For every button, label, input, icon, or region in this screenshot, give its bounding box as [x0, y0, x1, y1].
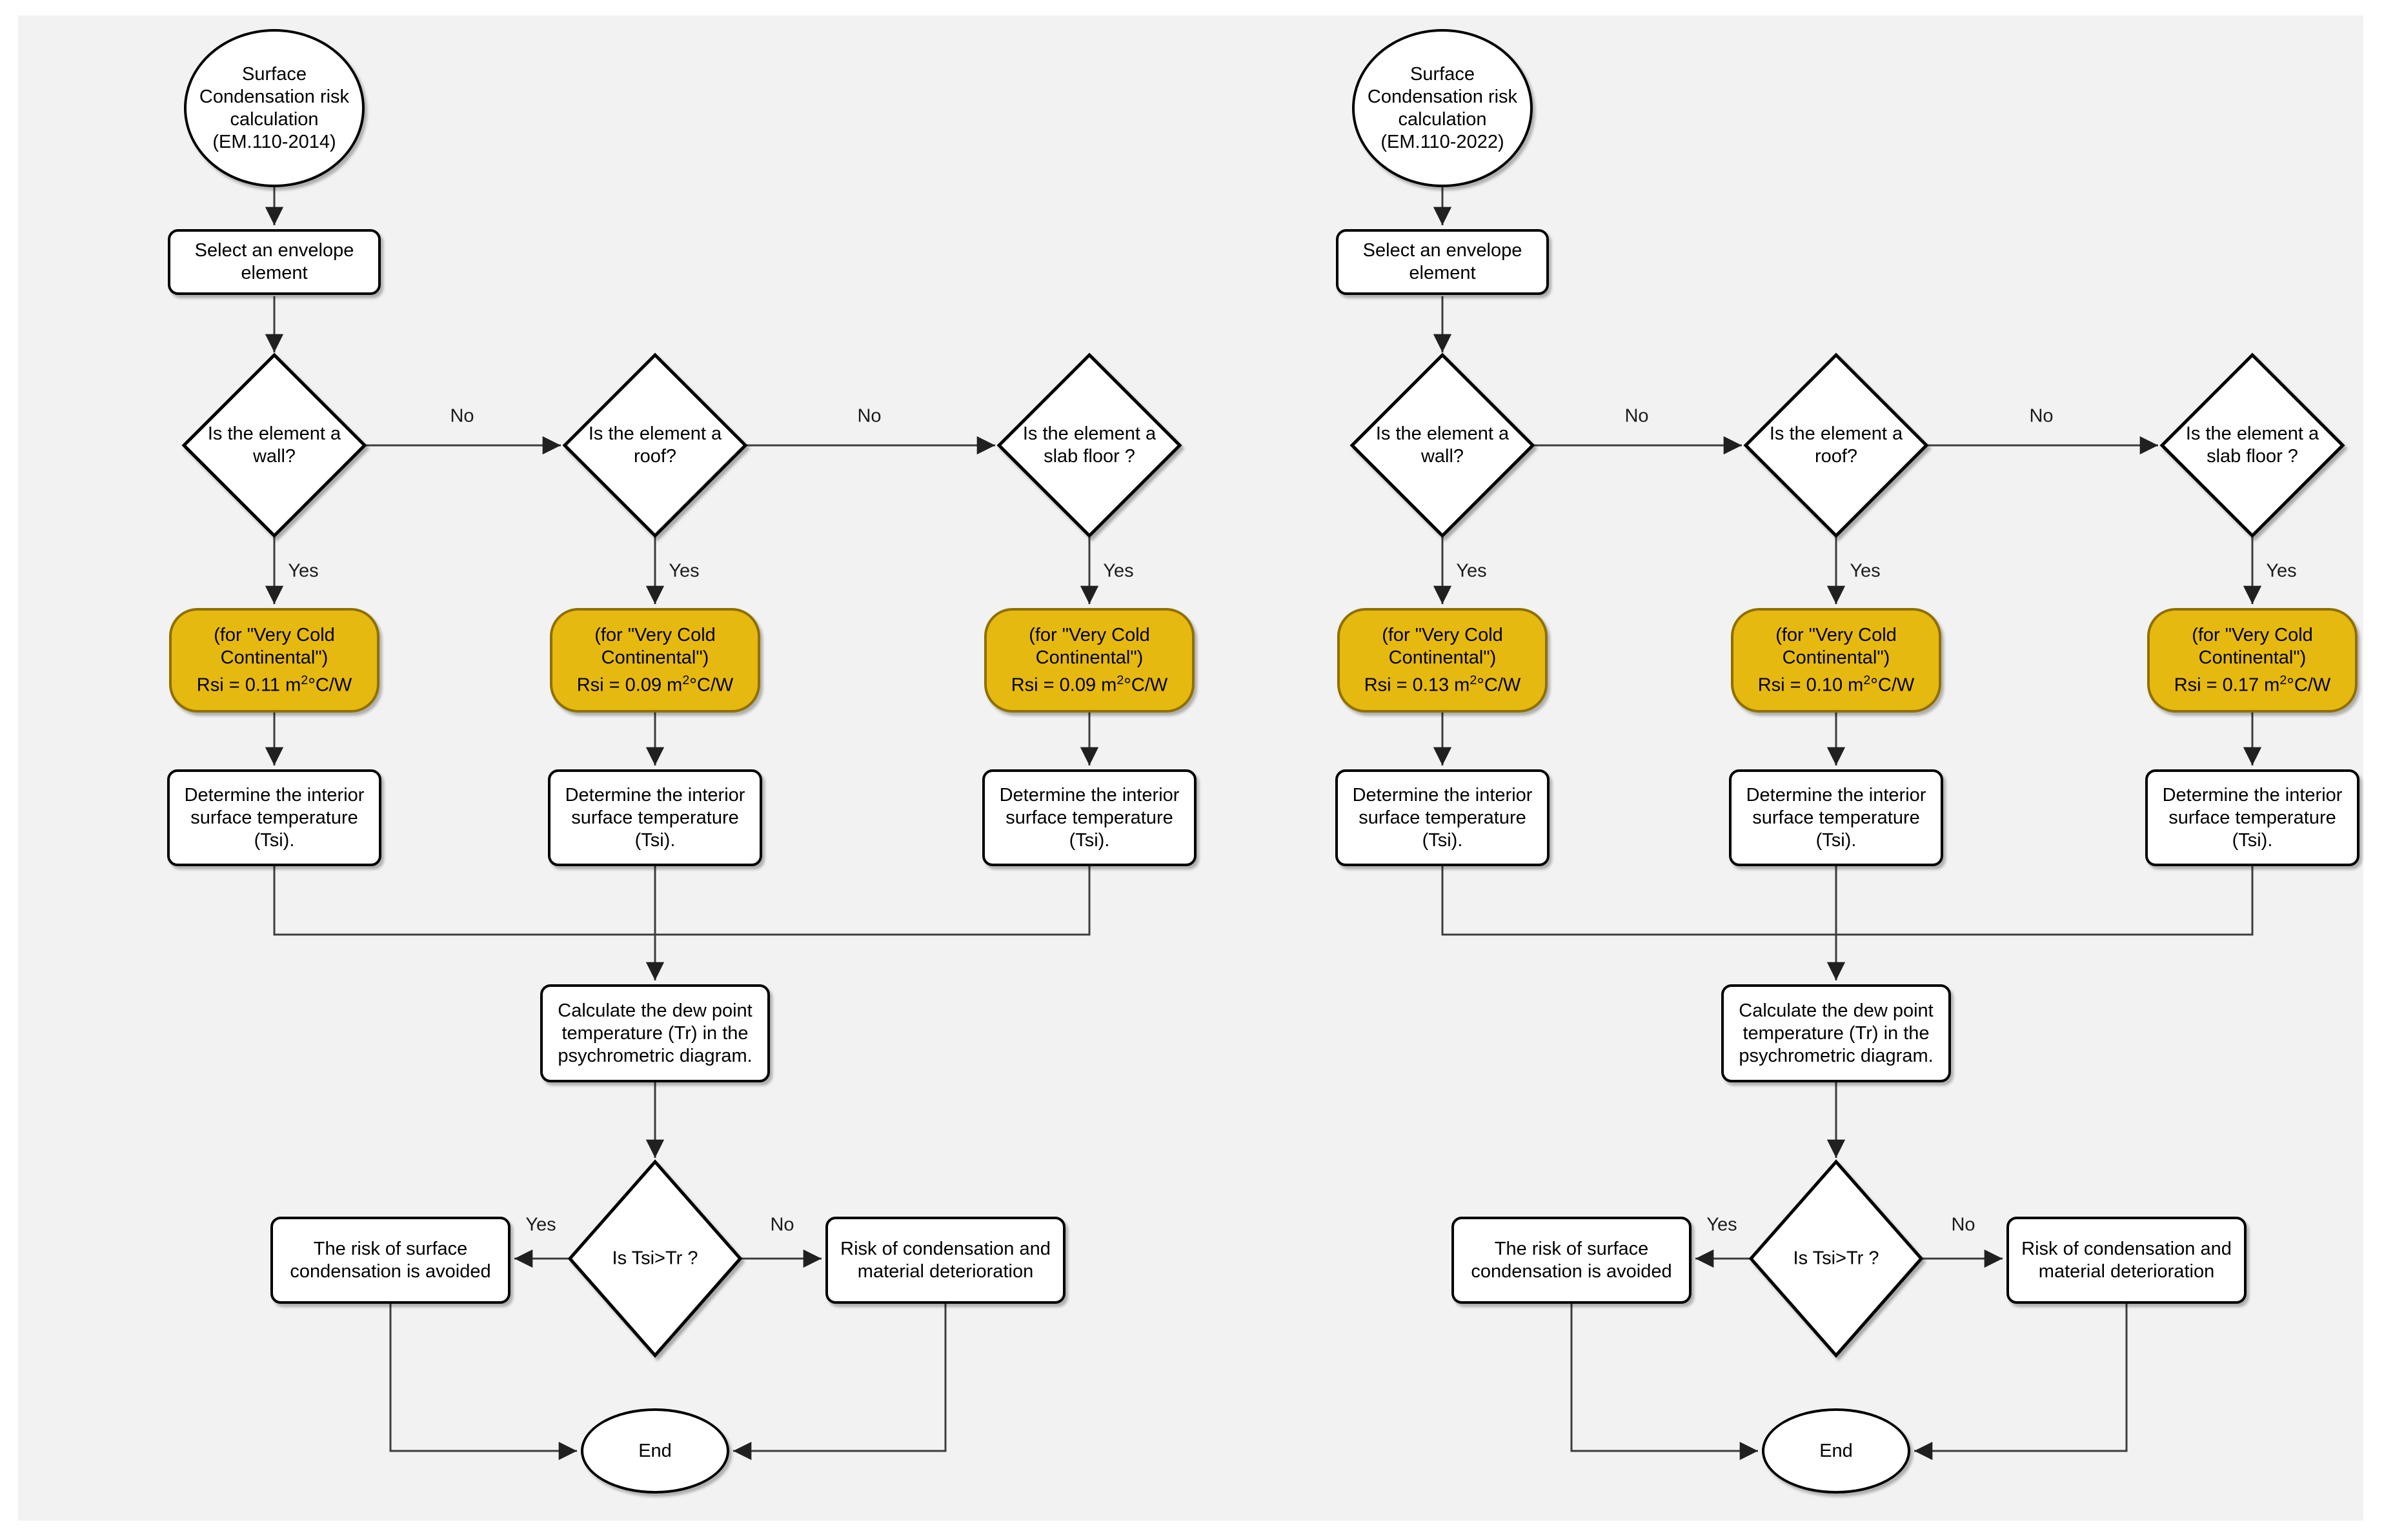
edge-label-yes: Yes	[1103, 560, 1134, 582]
determine-tsi-node: Determine the interior surface temperatu…	[548, 769, 762, 866]
rsi-value: Rsi = 0.09 m2°C/W	[576, 673, 734, 696]
roof-decision-label: Is the element a roof?	[588, 423, 722, 467]
edge-label-no: No	[1624, 405, 1649, 427]
arrow-risk-to-end	[733, 1304, 947, 1461]
end-label: End	[1819, 1440, 1853, 1461]
roof-decision-diamond	[562, 352, 748, 538]
end-node: End	[1762, 1408, 1910, 1494]
end-node: End	[581, 1408, 729, 1494]
tsi-tr-decision-label: Is Tsi>Tr ?	[1793, 1248, 1879, 1269]
rsi-note-text: (for "Very Cold Continental")	[1775, 624, 1897, 668]
arrow-avoided-to-end	[389, 1304, 577, 1461]
edge-label-no: No	[450, 405, 474, 427]
slab-decision-label: Is the element a slab floor ?	[2185, 423, 2319, 467]
rsi-note-text: (for "Very Cold Continental")	[1382, 624, 1503, 668]
dew-point-node: Calculate the dew point temperature (Tr)…	[540, 984, 770, 1082]
select-envelope-label: Select an envelope element	[194, 240, 354, 283]
rsi-wall-note: (for "Very Cold Continental") Rsi = 0.11…	[169, 608, 379, 713]
outcome-risk-label: Risk of condensation and material deteri…	[2021, 1238, 2232, 1282]
rsi-note-text: (for "Very Cold Continental")	[214, 624, 335, 668]
end-label: End	[638, 1440, 672, 1461]
outcome-risk-label: Risk of condensation and material deteri…	[840, 1238, 1051, 1282]
dew-point-label: Calculate the dew point temperature (Tr)…	[558, 1000, 753, 1066]
edge-label-yes: Yes	[1706, 1214, 1737, 1235]
outcome-avoided-node: The risk of surface condensation is avoi…	[1451, 1217, 1692, 1304]
wall-decision-diamond	[1349, 352, 1535, 538]
arrow-avoided-to-end	[1570, 1304, 1758, 1461]
outcome-avoided-label: The risk of surface condensation is avoi…	[290, 1238, 491, 1282]
outcome-risk-node: Risk of condensation and material deteri…	[2006, 1217, 2247, 1304]
edge-label-yes: Yes	[288, 560, 319, 582]
edge-label-no: No	[2029, 405, 2054, 427]
outcome-avoided-label: The risk of surface condensation is avoi…	[1471, 1238, 1672, 1282]
tsi-tr-decision-diamond	[1748, 1159, 1924, 1358]
select-envelope-node: Select an envelope element	[168, 229, 381, 295]
rsi-slab-note: (for "Very Cold Continental") Rsi = 0.09…	[984, 608, 1195, 713]
dew-point-node: Calculate the dew point temperature (Tr)…	[1721, 984, 1951, 1082]
determine-tsi-label: Determine the interior surface temperatu…	[2162, 784, 2343, 851]
determine-tsi-node: Determine the interior surface temperatu…	[982, 769, 1197, 866]
arrow-risk-to-end	[1914, 1304, 2128, 1461]
determine-tsi-node: Determine the interior surface temperatu…	[1729, 769, 1943, 866]
determine-tsi-label: Determine the interior surface temperatu…	[565, 784, 745, 851]
determine-tsi-node: Determine the interior surface temperatu…	[1335, 769, 1550, 866]
decision-shapes	[181, 352, 2345, 1358]
slab-decision-label: Is the element a slab floor ?	[1022, 423, 1157, 467]
rsi-slab-note: (for "Very Cold Continental") Rsi = 0.17…	[2147, 608, 2358, 713]
edge-label-yes: Yes	[1456, 560, 1487, 582]
outcome-risk-node: Risk of condensation and material deteri…	[825, 1217, 1066, 1304]
rsi-roof-note: (for "Very Cold Continental") Rsi = 0.10…	[1731, 608, 1941, 713]
merge-connector	[273, 866, 1091, 936]
outcome-avoided-node: The risk of surface condensation is avoi…	[270, 1217, 510, 1304]
rsi-value: Rsi = 0.09 m2°C/W	[1011, 673, 1168, 696]
rsi-wall-note: (for "Very Cold Continental") Rsi = 0.13…	[1337, 608, 1548, 713]
select-envelope-label: Select an envelope element	[1362, 240, 1522, 283]
determine-tsi-node: Determine the interior surface temperatu…	[167, 769, 381, 866]
slab-decision-diamond	[996, 352, 1182, 538]
rsi-note-text: (for "Very Cold Continental")	[2192, 624, 2313, 668]
select-envelope-node: Select an envelope element	[1336, 229, 1549, 295]
start-label: Surface Condensation risk calculation (E…	[199, 63, 350, 152]
rsi-value: Rsi = 0.10 m2°C/W	[1757, 673, 1915, 696]
roof-decision-diamond	[1743, 352, 1929, 538]
determine-tsi-label: Determine the interior surface temperatu…	[184, 784, 365, 851]
edge-label-no: No	[1951, 1214, 1975, 1235]
edge-label-no: No	[857, 405, 882, 427]
slab-decision-diamond	[2159, 352, 2345, 538]
tsi-tr-decision-diamond	[567, 1159, 743, 1358]
rsi-value: Rsi = 0.17 m2°C/W	[2174, 673, 2331, 696]
start-node: Surface Condensation risk calculation (E…	[184, 29, 365, 187]
start-label: Surface Condensation risk calculation (E…	[1367, 63, 1518, 152]
edge-label-yes: Yes	[669, 560, 700, 582]
rsi-roof-note: (for "Very Cold Continental") Rsi = 0.09…	[550, 608, 760, 713]
determine-tsi-label: Determine the interior surface temperatu…	[1746, 784, 1926, 851]
rsi-note-text: (for "Very Cold Continental")	[1029, 624, 1150, 668]
rsi-value: Rsi = 0.13 m2°C/W	[1364, 673, 1521, 696]
rsi-note-text: (for "Very Cold Continental")	[594, 624, 716, 668]
edges-em110-2014	[265, 182, 1099, 1461]
roof-decision-label: Is the element a roof?	[1769, 423, 1903, 467]
edges-em110-2022	[1433, 182, 2262, 1461]
dew-point-label: Calculate the dew point temperature (Tr)…	[1739, 1000, 1934, 1066]
rsi-value: Rsi = 0.11 m2°C/W	[196, 673, 352, 696]
determine-tsi-label: Determine the interior surface temperatu…	[999, 784, 1180, 851]
determine-tsi-label: Determine the interior surface temperatu…	[1352, 784, 1533, 851]
start-node: Surface Condensation risk calculation (E…	[1352, 29, 1533, 187]
merge-connector	[1441, 866, 2254, 936]
wall-decision-diamond	[181, 352, 367, 538]
wall-decision-label: Is the element a wall?	[1375, 423, 1510, 467]
edge-label-yes: Yes	[1850, 560, 1881, 582]
edge-label-yes: Yes	[525, 1214, 556, 1235]
wall-decision-label: Is the element a wall?	[207, 423, 341, 467]
edge-label-no: No	[770, 1214, 794, 1235]
edge-label-yes: Yes	[2266, 560, 2297, 582]
tsi-tr-decision-label: Is Tsi>Tr ?	[612, 1248, 698, 1269]
determine-tsi-node: Determine the interior surface temperatu…	[2145, 769, 2359, 866]
